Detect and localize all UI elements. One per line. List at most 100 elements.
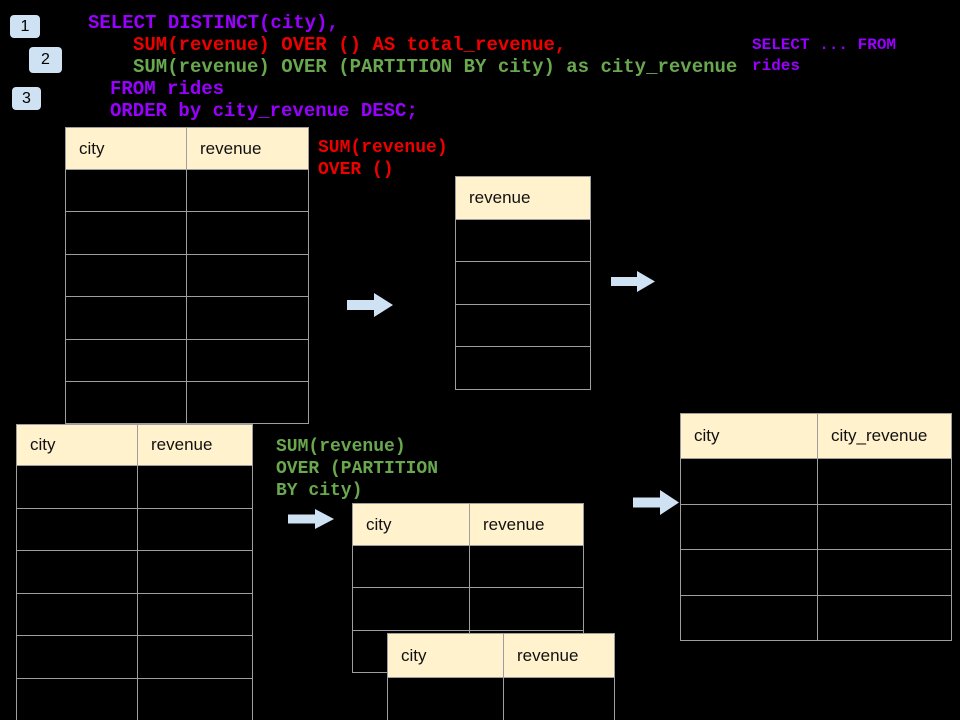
table-header-row: city revenue bbox=[17, 425, 252, 466]
partition-annotation-line3: BY city) bbox=[276, 481, 363, 501]
table-cell bbox=[818, 596, 951, 641]
table-header-row: city revenue bbox=[66, 128, 308, 170]
table-row bbox=[456, 262, 590, 305]
table-cell bbox=[17, 551, 138, 593]
table-cell bbox=[818, 550, 951, 595]
table-cell bbox=[681, 550, 818, 595]
table-cell bbox=[187, 170, 308, 211]
table-row bbox=[66, 254, 308, 298]
table-cell bbox=[66, 170, 187, 212]
column-header-revenue: revenue bbox=[483, 514, 545, 534]
sql-line-select: SELECT DISTINCT(city), bbox=[88, 12, 339, 34]
table-row bbox=[456, 220, 590, 263]
table-cell bbox=[388, 678, 504, 720]
table-cell bbox=[66, 339, 187, 381]
column-header-city: city bbox=[17, 425, 138, 465]
table-row bbox=[681, 550, 951, 596]
table-cell bbox=[138, 636, 252, 678]
table-cell bbox=[456, 262, 590, 303]
table-cell bbox=[456, 220, 590, 261]
table-row bbox=[681, 504, 951, 550]
sql-line-order-by: ORDER by city_revenue DESC; bbox=[110, 100, 418, 122]
table-cell bbox=[187, 340, 308, 381]
column-header-revenue: revenue bbox=[517, 645, 579, 665]
table-cell bbox=[17, 508, 138, 551]
column-header-revenue: revenue bbox=[469, 188, 531, 207]
table-cell bbox=[17, 636, 138, 678]
table-row bbox=[17, 678, 252, 720]
table-cell bbox=[353, 588, 470, 630]
table-header-row: city revenue bbox=[388, 634, 614, 678]
sql-line-from: FROM rides bbox=[110, 78, 225, 100]
table-cell bbox=[681, 459, 818, 504]
table-cell bbox=[818, 459, 951, 504]
partition-annotation-line1: SUM(revenue) bbox=[276, 437, 406, 457]
table-row bbox=[17, 466, 252, 509]
sql-line-total-revenue: SUM(revenue) OVER () AS total_revenue, bbox=[133, 34, 567, 56]
table-cell bbox=[187, 212, 308, 253]
column-header-revenue: revenue bbox=[151, 435, 213, 454]
table-row bbox=[66, 212, 308, 255]
table-row bbox=[17, 551, 252, 594]
table-row bbox=[66, 339, 308, 382]
table-cell bbox=[66, 381, 187, 424]
table-row bbox=[388, 678, 614, 720]
table-cell bbox=[456, 305, 590, 346]
rides-source-table-bottom: city revenue bbox=[16, 424, 253, 720]
sql-line-partition: SUM(revenue) OVER (PARTITION BY city) as… bbox=[133, 56, 738, 78]
table-cell bbox=[470, 588, 583, 629]
table-row bbox=[456, 347, 590, 388]
flow-arrow-icon bbox=[347, 293, 393, 317]
table-cell bbox=[138, 509, 252, 551]
column-header-city: city bbox=[388, 634, 504, 677]
table-row bbox=[353, 546, 583, 589]
table-row bbox=[66, 297, 308, 340]
table-cell bbox=[66, 212, 187, 254]
table-cell bbox=[818, 505, 951, 550]
table-cell bbox=[456, 347, 590, 388]
column-header-revenue: revenue bbox=[200, 138, 262, 158]
snippet-rides: rides bbox=[752, 57, 801, 75]
step-badge-1: 1 bbox=[10, 15, 40, 38]
table-cell bbox=[138, 594, 252, 636]
table-cell bbox=[17, 678, 138, 720]
table-row bbox=[17, 593, 252, 637]
flow-arrow-icon bbox=[611, 271, 655, 292]
table-cell bbox=[17, 466, 138, 508]
table-row bbox=[681, 459, 951, 505]
table-cell bbox=[187, 297, 308, 338]
total-revenue-result-table: revenue bbox=[455, 176, 591, 390]
table-cell bbox=[138, 466, 252, 508]
table-cell bbox=[66, 254, 187, 297]
flow-arrow-icon bbox=[288, 509, 334, 529]
total-revenue-annotation-line2: OVER () bbox=[318, 160, 394, 180]
table-row bbox=[17, 636, 252, 679]
table-cell bbox=[187, 255, 308, 296]
table-row bbox=[456, 305, 590, 348]
column-header-city_revenue: city_revenue bbox=[831, 426, 928, 445]
table-header-row: city revenue bbox=[353, 504, 583, 546]
table-row bbox=[66, 170, 308, 213]
table-row bbox=[17, 508, 252, 552]
partition-step-overlay-table: city revenue bbox=[387, 633, 615, 720]
flow-arrow-icon bbox=[633, 490, 679, 515]
partition-annotation-line2: OVER (PARTITION bbox=[276, 459, 439, 479]
total-revenue-annotation-line1: SUM(revenue) bbox=[318, 138, 448, 158]
column-header-city: city bbox=[353, 504, 470, 545]
table-cell bbox=[17, 593, 138, 636]
table-header-row: revenue bbox=[456, 177, 590, 220]
column-header-city: city bbox=[66, 128, 187, 169]
table-cell bbox=[470, 546, 583, 587]
table-cell bbox=[504, 678, 614, 720]
table-cell bbox=[138, 551, 252, 593]
table-cell bbox=[353, 546, 470, 588]
table-cell bbox=[138, 679, 252, 720]
rides-source-table-top: city revenue bbox=[65, 127, 309, 425]
step-badge-3: 3 bbox=[12, 87, 41, 110]
table-row bbox=[353, 588, 583, 631]
table-cell bbox=[66, 297, 187, 339]
table-cell bbox=[187, 382, 308, 423]
